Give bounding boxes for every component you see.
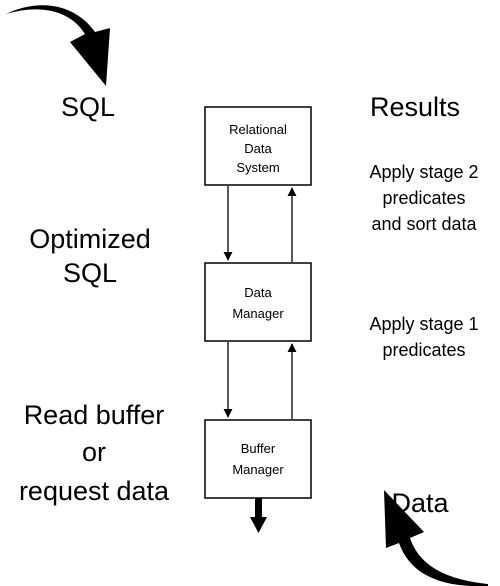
box-buffer-manager: Buffer Manager: [204, 419, 312, 499]
label-read-line2: or: [82, 437, 106, 467]
label-stage1-line2: predicates: [382, 340, 465, 360]
label-read-line1: Read buffer: [24, 400, 165, 430]
arrow-down-to-storage: [250, 498, 267, 533]
label-stage1-line1: Apply stage 1: [369, 314, 478, 334]
box-relational-data-system: Relational Data System: [204, 106, 312, 186]
label-optimized-line2: SQL: [63, 258, 117, 288]
label-sql: SQL: [61, 92, 115, 122]
curved-arrow-up-icon: [384, 490, 488, 586]
box-dm-line2: Manager: [232, 306, 284, 321]
box-rds-line1: Relational: [229, 122, 287, 137]
box-bm-line1: Buffer: [241, 441, 276, 456]
label-results: Results: [370, 92, 460, 122]
label-stage2-line1: Apply stage 2: [369, 162, 478, 182]
box-data-manager: Data Manager: [204, 262, 312, 342]
curved-arrow-down-icon: [6, 5, 110, 86]
box-bm-line2: Manager: [232, 462, 284, 477]
label-stage2-line2: predicates: [382, 188, 465, 208]
label-read-line3: request data: [19, 476, 170, 506]
label-stage2-line3: and sort data: [371, 214, 477, 234]
box-rds-line3: System: [236, 160, 279, 175]
box-rds-line2: Data: [244, 141, 272, 156]
label-data: Data: [391, 488, 449, 518]
box-dm-line1: Data: [244, 285, 272, 300]
label-optimized-line1: Optimized: [29, 224, 151, 254]
